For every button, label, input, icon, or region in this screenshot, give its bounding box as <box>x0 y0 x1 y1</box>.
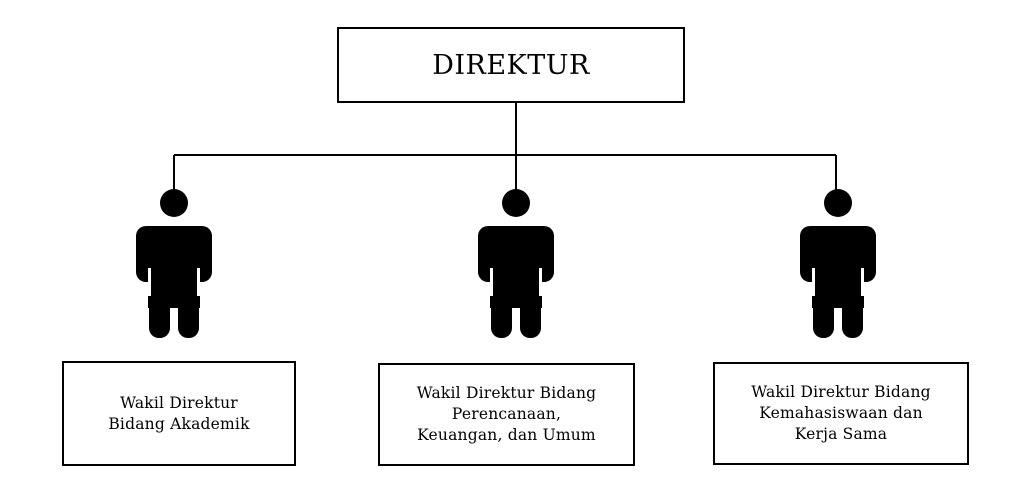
director-title: DIREKTUR <box>432 49 590 81</box>
deputy-label: Wakil Direktur Bidang Akademik <box>108 393 250 433</box>
deputy-box-akademik: Wakil Direktur Bidang Akademik <box>62 361 296 466</box>
person-icon <box>478 189 554 338</box>
deputy-box-perencanaan: Wakil Direktur Bidang Perencanaan, Keuan… <box>378 363 635 466</box>
deputy-label: Wakil Direktur Bidang Perencanaan, Keuan… <box>416 384 597 444</box>
director-box: DIREKTUR <box>337 27 685 103</box>
deputy-box-kemahasiswaan: Wakil Direktur Bidang Kemahasiswaan dan … <box>713 362 969 465</box>
person-icon <box>800 189 876 338</box>
person-icon <box>136 189 212 338</box>
deputy-label: Wakil Direktur Bidang Kemahasiswaan dan … <box>751 383 931 443</box>
